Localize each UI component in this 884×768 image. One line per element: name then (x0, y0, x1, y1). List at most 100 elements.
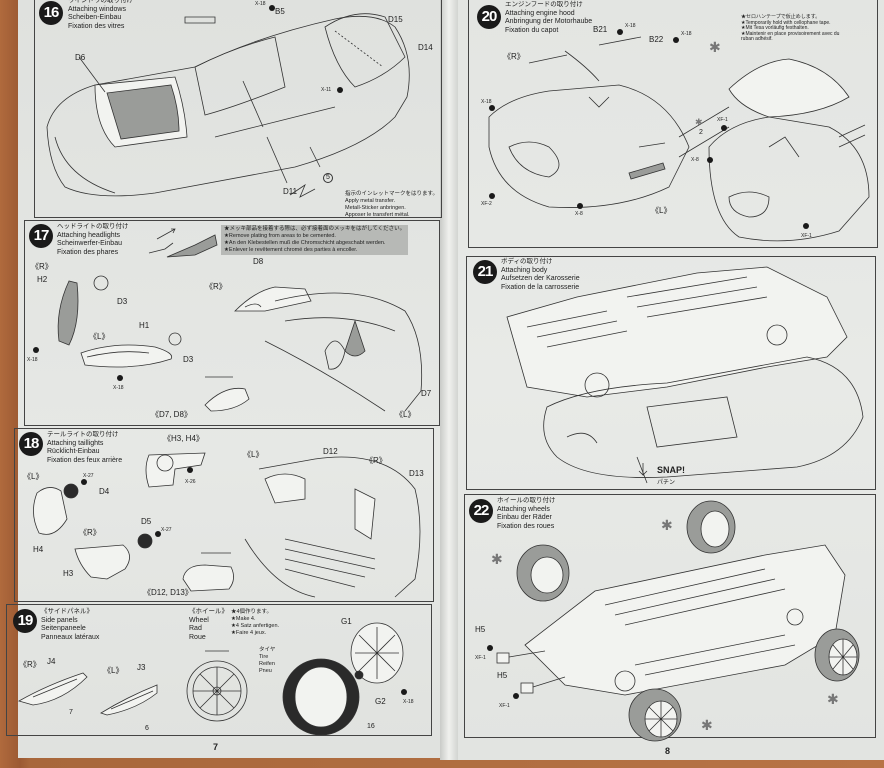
step-20-panel: 20 エンジンフードの取り付け Attaching engine hood An… (468, 0, 878, 248)
paint-dot (577, 203, 583, 209)
part-label: D5 (141, 517, 152, 526)
side-label: 《L》 (651, 206, 672, 215)
note-fr: ★Maintenir en place provisoirement avec … (741, 30, 840, 42)
paint-dot (707, 157, 713, 163)
side-label: 《R》 (79, 528, 101, 537)
side-label: 《R》 (19, 660, 41, 669)
paint-code: XF-1 (475, 655, 486, 661)
title-jp: 《ホイール》 (189, 608, 228, 615)
side-panels-wheel-diagram (17, 622, 404, 736)
title-jp: エンジンフードの取り付け (505, 1, 583, 8)
title-jp: ウインドウの取り付け (68, 0, 133, 4)
make-four-note: ★4個作ります。 ★Make 4. ★4 Satz anfertigen. ★F… (231, 609, 279, 637)
step-title: 《サイドパネル》 Side panels Seitenpaneele Panne… (41, 608, 99, 642)
note-en: ★Temporarily hold with cellophane tape. (741, 19, 831, 26)
part-label: D15 (388, 15, 403, 24)
paint-dot (803, 223, 809, 229)
decal-ref: 2 (699, 129, 703, 136)
part-label: J3 (137, 663, 146, 672)
title-de: Rad (189, 625, 202, 632)
title-de: Seitenpaneele (41, 625, 86, 632)
paint-code: XF-1 (717, 117, 728, 123)
paint-code: X-27 (83, 473, 94, 479)
paint-dot (401, 689, 407, 695)
part-label: D11 (283, 187, 298, 196)
page-gutter (440, 0, 458, 760)
title-jp: テールライトの取り付け (47, 431, 119, 438)
title-en: Attaching body (501, 266, 548, 274)
paint-dot (337, 87, 343, 93)
step-22-panel: 22 ホイールの取り付け Attaching wheels Einbau der… (464, 494, 876, 742)
page-number: 7 (213, 742, 219, 752)
paint-dot (187, 467, 193, 473)
paint-code: XF-1 (801, 233, 812, 239)
sub-assembly-label: 《D12, D13》 (143, 588, 193, 597)
tape-note: ★セロハンテープで仮止めします。 ★Temporarily hold with … (741, 14, 851, 43)
step-number-badge: 18 (19, 432, 43, 456)
part-label: D14 (418, 43, 433, 52)
decal-ref: 6 (145, 725, 149, 732)
screw-icon: ✱ (491, 551, 503, 567)
title-jp: ホイールの取り付け (497, 497, 556, 504)
title-jp: ボディの取り付け (501, 258, 553, 265)
step-title: テールライトの取り付け Attaching taillights Rücklic… (47, 431, 122, 465)
snap-label: SNAP! (657, 465, 686, 475)
title-fr: Fixation des phares (57, 248, 119, 256)
wheel-subtitle: 《ホイール》 Wheel Rad Roue (189, 608, 228, 642)
part-label: D12 (323, 447, 338, 456)
title-en: Attaching windows (68, 5, 126, 13)
note-jp: ★メッキ部品を接着する際は、必ず接着面のメッキをはがしてください。 (224, 226, 406, 232)
side-label: 《L》 (89, 332, 110, 341)
paint-code: X-18 (625, 23, 636, 29)
paint-dot (155, 531, 161, 537)
tire-fr: Pneu (259, 668, 272, 674)
title-de: Anbringung der Motorhaube (505, 18, 593, 25)
part-label: H1 (139, 321, 150, 330)
part-label: D3 (183, 355, 194, 364)
screw-icon: ✱ (661, 517, 673, 533)
tire-label: タイヤ Tire Reifen Pneu (259, 647, 275, 675)
tire-en: Tire (259, 654, 269, 660)
paint-dot (117, 375, 123, 381)
paint-dot (81, 479, 87, 485)
tire-de: Reifen (259, 661, 275, 667)
paint-dot (513, 693, 519, 699)
title-fr: Fixation des roues (497, 522, 555, 530)
title-fr: Fixation des feux arrière (47, 456, 123, 464)
headlights-diagram (57, 228, 423, 412)
paint-code: XF-2 (481, 201, 492, 207)
part-label: D4 (99, 487, 110, 496)
step-18-panel: 18 テールライトの取り付け Attaching taillights Rück… (14, 428, 434, 602)
note-de: Metall-Sticker anbringen. (345, 205, 406, 211)
part-label: D3 (117, 297, 128, 306)
note-fr: Apposer le transfert métal. (345, 212, 410, 218)
taillights-diagram (33, 452, 421, 598)
paint-code: X-18 (113, 385, 124, 391)
side-label: 《L》 (103, 666, 124, 675)
part-label: D8 (253, 257, 264, 266)
note-jp: ★セロハンテープで仮止めします。 (741, 14, 821, 20)
decal-ref: 16 (367, 723, 375, 730)
step-17-panel: 17 ヘッドライトの取り付け Attaching headlights Sche… (24, 220, 440, 426)
part-label: D7 (421, 389, 432, 398)
step-title: ウインドウの取り付け Attaching windows Scheiben-Ei… (68, 0, 133, 31)
step-21-panel: 21 ボディの取り付け Attaching body Aufsetzen der… (466, 256, 876, 490)
note-jp: ★4個作ります。 (231, 609, 273, 615)
side-label: 《R》 (503, 52, 525, 61)
paint-code: X-8 (691, 157, 699, 163)
title-de: Scheiben-Einbau (68, 14, 122, 21)
note-en: ★Remove plating from areas to be cemente… (224, 233, 336, 239)
part-label: B5 (275, 7, 285, 16)
part-label: H2 (37, 275, 48, 284)
part-label: G1 (341, 617, 352, 626)
screw-icon: ✱ (701, 717, 713, 733)
paint-dot (269, 5, 275, 11)
title-fr: Fixation de la carrosserie (501, 283, 580, 291)
title-en: Attaching wheels (497, 505, 550, 513)
note-de: ★An den Klebestellen muß die Chromschich… (224, 240, 386, 246)
step-16-panel: 16 ウインドウの取り付け Attaching windows Scheiben… (34, 0, 442, 218)
part-label: H5 (497, 671, 508, 680)
note-en: ★Make 4. (231, 616, 256, 622)
title-en: Attaching headlights (57, 231, 121, 239)
plating-note: ★メッキ部品を接着する際は、必ず接着面のメッキをはがしてください。 ★Remov… (221, 225, 409, 255)
